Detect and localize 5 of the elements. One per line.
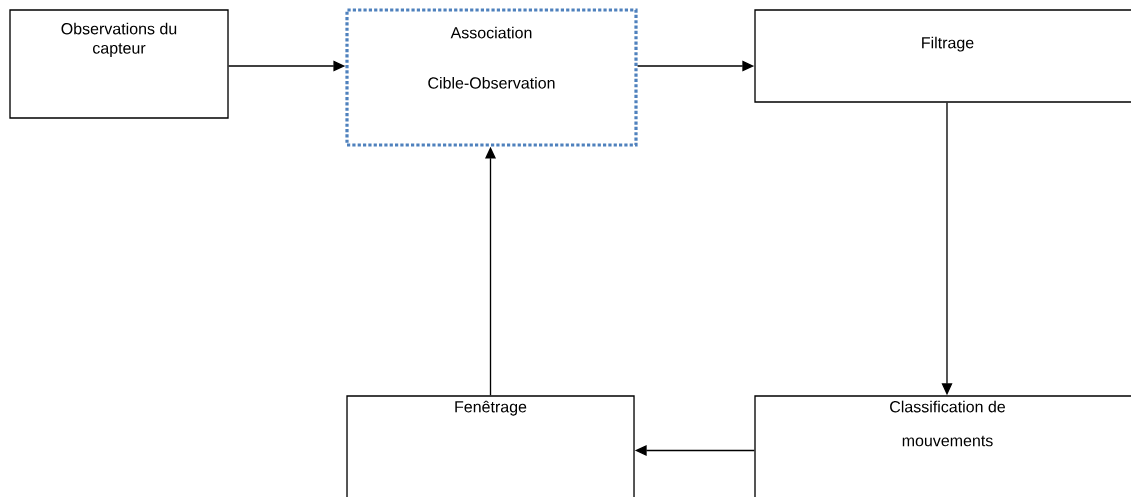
process-box: Observations du capteur (9, 9, 229, 119)
process-box: Filtrage (754, 9, 1131, 103)
process-box: Association Cible-Observation (345, 8, 638, 147)
process-box: Fenêtrage (346, 395, 635, 497)
process-box: Classification de mouvements (754, 395, 1131, 497)
